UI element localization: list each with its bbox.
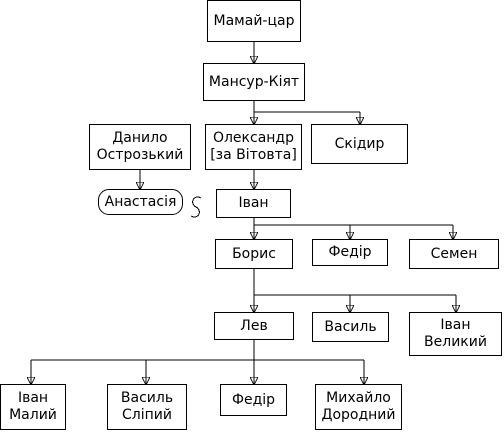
node-label: Мамай-цар [213, 12, 295, 29]
node-label: Лев [240, 317, 268, 334]
node-label: Василь [324, 318, 377, 335]
node-vasyl-slipyi: Василь Сліпий [107, 384, 187, 430]
node-label: Данило Острозький [96, 130, 184, 163]
node-label: Скідир [334, 135, 385, 152]
node-label: Іван Малий [9, 390, 57, 423]
node-mykhailo: Михайло Дородний [315, 384, 402, 430]
node-skidyr: Скідир [311, 124, 408, 164]
node-label: Олександр [за Вітовта] [210, 130, 297, 163]
node-label: Федір [231, 391, 276, 408]
node-anastasia: Анастасія [98, 189, 183, 215]
node-ivan-velykyi: Іван Великий [409, 312, 502, 356]
node-label: Борис [232, 245, 276, 262]
node-vasyl: Василь [312, 312, 389, 342]
node-fedir2: Федір [220, 384, 287, 416]
node-label: Семен [430, 245, 478, 262]
node-mansur: Мансур-Кіят [203, 63, 305, 101]
node-oleksandr: Олександр [за Вітовта] [205, 124, 302, 170]
node-label: Іван Великий [424, 317, 487, 350]
node-label: Іван [238, 195, 269, 211]
node-label: Михайло Дородний [321, 390, 396, 423]
node-ivan: Іван [216, 189, 291, 218]
node-label: Анастасія [104, 193, 177, 210]
node-ivan-malyi: Іван Малий [0, 384, 66, 430]
node-fedir: Федір [312, 239, 388, 266]
node-semen: Семен [409, 239, 499, 269]
marriage-symbol [190, 196, 202, 218]
node-mamai: Мамай-цар [207, 0, 301, 42]
node-label: Мансур-Кіят [208, 73, 300, 90]
node-borys: Борис [215, 239, 293, 269]
node-label: Федір [328, 244, 372, 260]
node-danylo: Данило Острозький [89, 124, 191, 170]
node-lev: Лев [214, 312, 294, 340]
node-label: Василь Сліпий [120, 390, 174, 423]
